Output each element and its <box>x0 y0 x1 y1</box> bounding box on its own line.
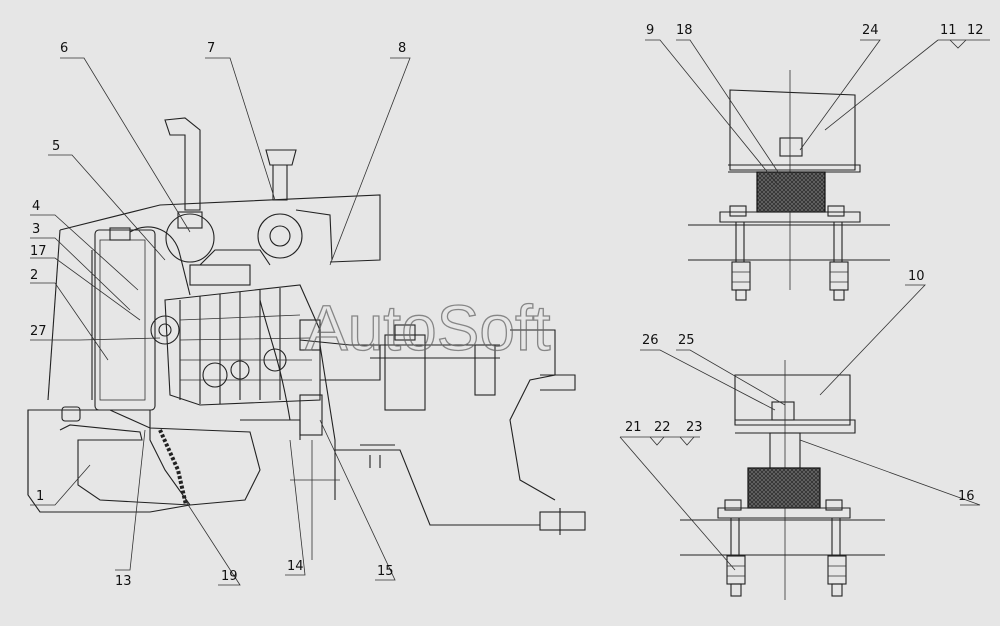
rubber-cushion-top <box>756 171 826 213</box>
air-cleaner <box>257 213 303 259</box>
fuel-tank <box>59 424 191 506</box>
callout-6: 6 <box>60 41 68 56</box>
callout-18: 18 <box>676 23 693 38</box>
callout-2: 2 <box>30 268 38 283</box>
callout-24: 24 <box>862 23 879 38</box>
callout-26: 26 <box>642 333 659 348</box>
callout-1: 1 <box>36 489 44 504</box>
callout-14: 14 <box>287 559 304 574</box>
engine-block <box>150 249 321 406</box>
callout-8: 8 <box>398 41 406 56</box>
callout-labels: 6 7 8 5 4 3 17 2 27 1 13 19 14 15 9 18 2… <box>30 23 984 589</box>
leader-lines-bottom-right <box>619 284 981 571</box>
rubber-cushion-bottom <box>747 467 821 509</box>
callout-13: 13 <box>115 574 132 589</box>
callout-21: 21 <box>625 420 642 435</box>
callout-19: 19 <box>221 569 238 584</box>
bolt-head-bottom <box>771 401 795 421</box>
callout-5: 5 <box>52 139 60 154</box>
callout-22: 22 <box>654 420 671 435</box>
mount-detail-top <box>688 70 890 301</box>
callout-3: 3 <box>32 222 40 237</box>
callout-7: 7 <box>207 41 215 56</box>
leader-lines-top-right <box>645 39 990 186</box>
mount-detail-bottom <box>680 360 885 600</box>
engine-assembly-view <box>27 117 586 560</box>
bolt-head-top <box>779 137 803 157</box>
callout-15: 15 <box>377 564 394 579</box>
exhaust-pipe <box>164 117 201 211</box>
transmission-flange <box>299 394 323 436</box>
callout-9: 9 <box>646 23 654 38</box>
callout-12: 12 <box>967 23 984 38</box>
radiator <box>94 229 156 411</box>
callout-4: 4 <box>32 199 40 214</box>
callout-17: 17 <box>30 244 47 259</box>
leader-lines-left <box>30 57 411 586</box>
callout-25: 25 <box>678 333 695 348</box>
callout-27: 27 <box>30 324 47 339</box>
callout-23: 23 <box>686 420 703 435</box>
callout-10: 10 <box>908 269 925 284</box>
callout-11: 11 <box>940 23 957 38</box>
watermark: AutoSoft <box>305 292 551 364</box>
callout-16: 16 <box>958 489 975 504</box>
muffler <box>165 213 215 263</box>
rear-coupling <box>539 511 586 531</box>
